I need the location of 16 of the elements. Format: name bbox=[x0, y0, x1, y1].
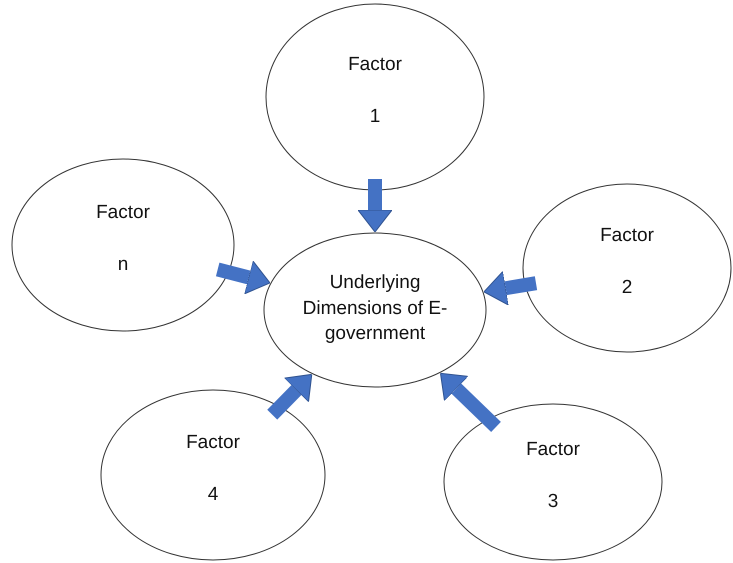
factor-label: Factor bbox=[186, 431, 240, 455]
block-arrow bbox=[440, 372, 501, 432]
center-label: Underlying Dimensions of E-government bbox=[302, 271, 448, 346]
factor-number: 2 bbox=[622, 276, 632, 300]
factor-number: 4 bbox=[208, 483, 218, 507]
factor-label: Factor bbox=[526, 438, 580, 462]
block-arrow bbox=[483, 270, 538, 306]
block-arrow bbox=[267, 374, 312, 420]
factor-label: Factor bbox=[348, 53, 402, 77]
factor-label: Factor bbox=[600, 224, 654, 248]
block-arrow bbox=[216, 260, 270, 294]
factor-number: 3 bbox=[548, 490, 558, 514]
factor-number: 1 bbox=[370, 105, 380, 129]
block-arrow bbox=[358, 179, 392, 232]
factor-number: n bbox=[118, 253, 128, 277]
factor-label: Factor bbox=[96, 201, 150, 225]
